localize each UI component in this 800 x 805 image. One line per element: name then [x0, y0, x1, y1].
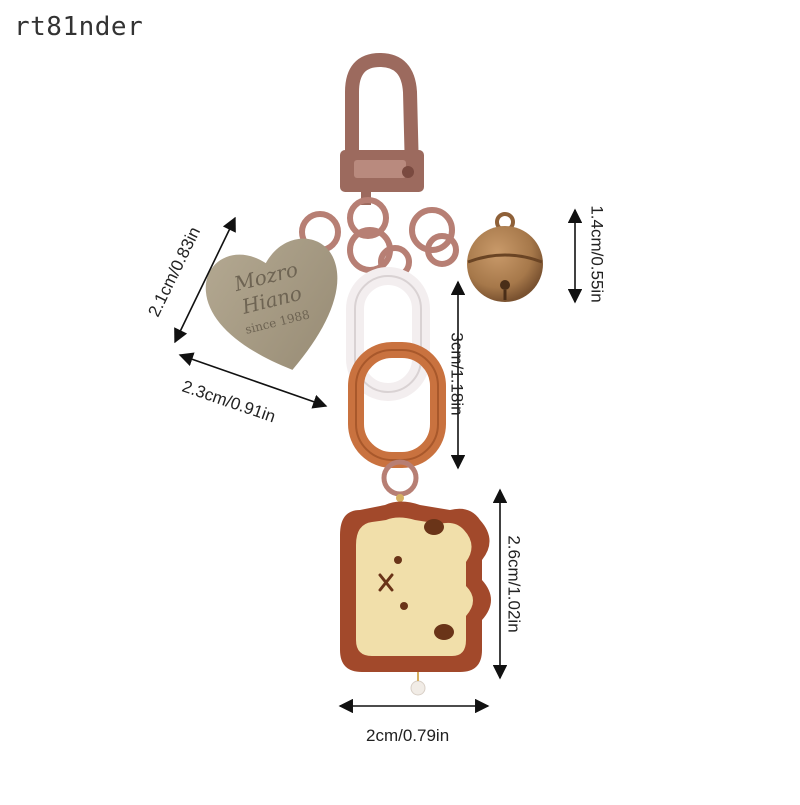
heart-tag: Mozro Hiano since 1988 [205, 238, 338, 370]
bell [467, 212, 543, 302]
bell-height-label: 1.4cm/0.55in [587, 205, 607, 303]
dimension-arrows [174, 208, 583, 714]
bear-charm [340, 501, 491, 696]
clasp [340, 52, 424, 205]
gold-bead [396, 494, 404, 502]
orange-chain-link [348, 342, 446, 468]
bear-height-label: 2.6cm/1.02in [504, 535, 524, 633]
bear-width-label: 2cm/0.79in [366, 726, 450, 745]
heart-height-arrow [174, 216, 236, 344]
watermark: rt81nder [14, 12, 144, 42]
white-chain-link [346, 267, 430, 401]
heart-width-arrow [178, 352, 328, 409]
chain-length-label: 3cm/1.18in [447, 332, 467, 416]
